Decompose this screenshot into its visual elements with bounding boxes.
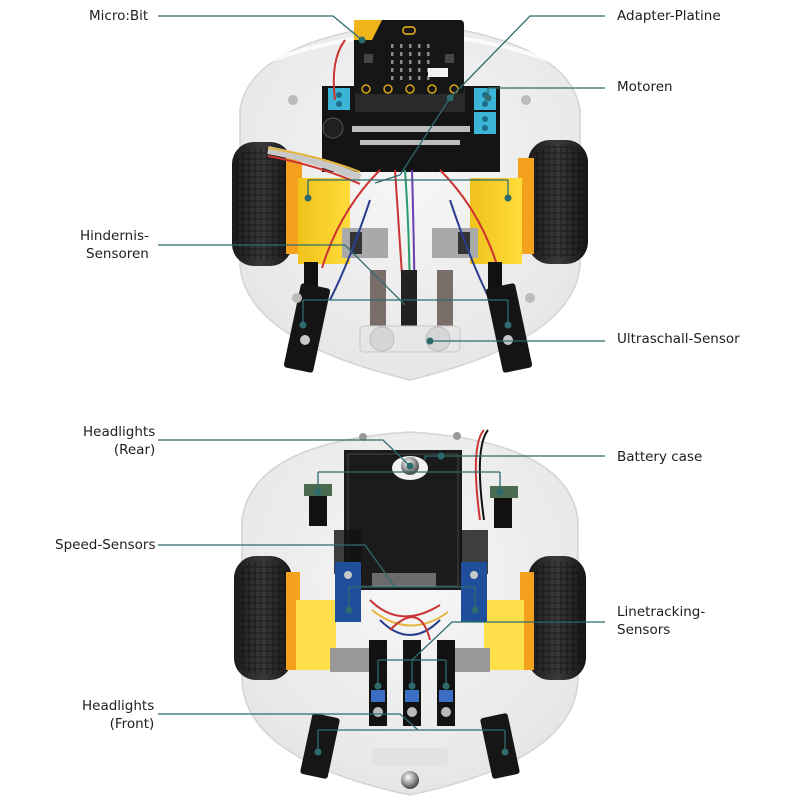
leader-adapter-board — [449, 15, 605, 99]
microbit-led — [418, 68, 421, 72]
microbit-led — [418, 44, 421, 48]
leader-battery-case-2 — [424, 455, 441, 460]
microbit-led — [418, 76, 421, 80]
top-view-robot — [232, 20, 588, 381]
label-headlights-rear: Headlights (Rear) — [83, 423, 155, 459]
label-text: Micro:Bit — [89, 8, 149, 24]
microbit-led — [418, 52, 421, 56]
top-wires — [267, 39, 499, 321]
label-text: Ultraschall-Sensor — [617, 331, 740, 347]
leader-headlights-rear — [158, 439, 411, 467]
leader-linetracking — [411, 621, 605, 661]
label-text-line1: Linetracking- — [617, 604, 706, 620]
microbit-led — [418, 60, 421, 64]
microbit-led — [427, 52, 430, 56]
top-left-wheel — [232, 142, 302, 266]
microbit-led — [427, 60, 430, 64]
label-text-line2: Sensors — [617, 622, 671, 638]
label-adapter-board: Adapter-Platine — [617, 7, 721, 25]
microbit-led — [409, 68, 412, 72]
top-obstacle-sensor-left — [283, 262, 331, 373]
label-linetracking-sensors: Linetracking- Sensors — [617, 603, 705, 639]
leader-endpoint-dot — [314, 748, 322, 756]
speed-sensor-left — [334, 530, 362, 622]
leader-endpoint-dot — [358, 36, 366, 44]
bottom-wires — [369, 429, 489, 641]
label-text-line2: Sensoren — [86, 246, 149, 262]
rear-headlight-right — [490, 486, 518, 498]
leader-endpoint-dot — [471, 606, 479, 614]
label-text-line1: Headlights — [82, 698, 155, 714]
leader-lines — [158, 15, 605, 756]
top-right-wheel — [518, 140, 588, 264]
label-text-line1: Headlights — [83, 424, 156, 440]
leader-endpoint-dot — [504, 321, 512, 329]
leader-speed-sensors — [158, 544, 396, 588]
microbit-led — [427, 76, 430, 80]
microbit-led — [400, 76, 403, 80]
label-motors: Motoren — [617, 78, 673, 96]
label-text-line2: (Rear) — [113, 442, 156, 458]
top-ultrasonic-sensor — [359, 325, 461, 353]
leader-endpoint-dot — [442, 682, 450, 690]
label-ultrasonic-sensor: Ultraschall-Sensor — [617, 330, 740, 348]
microbit-board — [354, 20, 464, 94]
microbit-led — [391, 52, 394, 56]
bottom-view-robot — [234, 429, 586, 796]
leader-endpoint-dot — [496, 488, 504, 496]
microbit-led — [391, 68, 394, 72]
label-text: Adapter-Platine — [617, 8, 721, 24]
microbit-led — [391, 76, 394, 80]
microbit-led — [409, 52, 412, 56]
label-headlights-front: Headlights (Front) — [82, 697, 154, 733]
leader-endpoint-dot — [406, 462, 414, 470]
leader-endpoint-dot — [504, 194, 512, 202]
label-obstacle-sensors: Hindernis- Sensoren — [80, 227, 149, 263]
leader-endpoint-dot — [501, 748, 509, 756]
label-text: Motoren — [617, 79, 673, 95]
microbit-led — [400, 52, 403, 56]
label-text-line1: Hindernis- — [80, 228, 149, 244]
bottom-left-wheel — [234, 556, 300, 680]
label-text: Speed-Sensors — [55, 537, 156, 553]
microbit-led — [409, 60, 412, 64]
microbit-led — [400, 44, 403, 48]
leader-endpoint-dot — [345, 606, 353, 614]
microbit-led — [391, 44, 394, 48]
bottom-right-wheel — [520, 556, 586, 680]
label-speed-sensors: Speed-Sensors — [55, 536, 156, 554]
label-text: Battery case — [617, 449, 703, 465]
leader-endpoint-dot — [484, 94, 492, 102]
microbit-led — [400, 68, 403, 72]
label-text-line2: (Front) — [109, 716, 155, 732]
leader-endpoint-dot — [374, 682, 382, 690]
microbit-led — [400, 60, 403, 64]
leader-headlights-front — [158, 713, 419, 731]
speed-sensor-right — [460, 530, 488, 622]
microbit-led — [409, 76, 412, 80]
leader-endpoint-dot — [299, 321, 307, 329]
front-caster-ball — [401, 771, 419, 789]
leader-endpoint-dot — [426, 337, 434, 345]
label-microbit: Micro:Bit — [89, 7, 148, 25]
microbit-led — [391, 60, 394, 64]
leader-obstacle-sensors — [158, 244, 406, 306]
leader-endpoint-dot — [314, 488, 322, 496]
leader-microbit — [158, 15, 363, 41]
label-battery-case: Battery case — [617, 448, 702, 466]
microbit-led — [427, 44, 430, 48]
microbit-led — [409, 44, 412, 48]
leader-endpoint-dot — [304, 194, 312, 202]
leader-endpoint-dot — [408, 682, 416, 690]
